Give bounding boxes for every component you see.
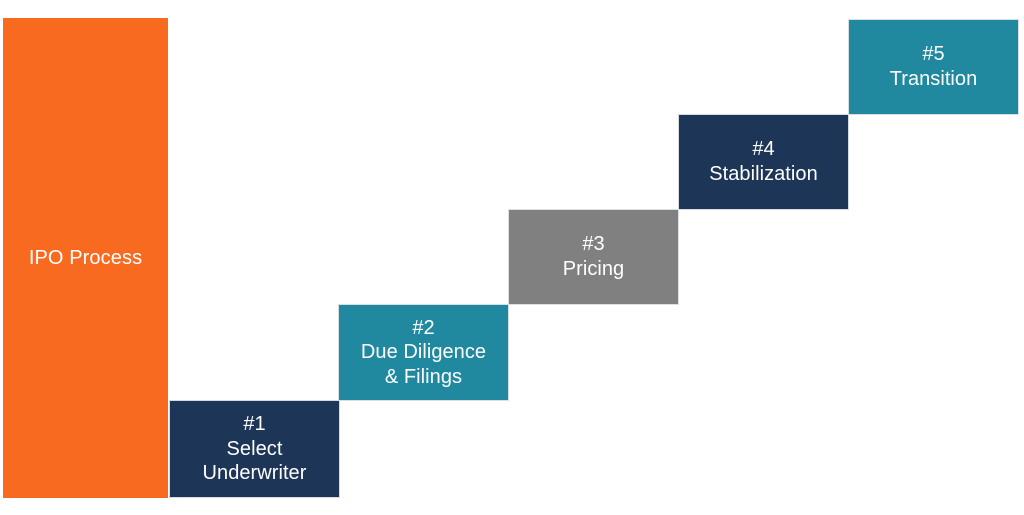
step-2-title-line-1: Due Diligence	[360, 341, 487, 364]
process-step-3[interactable]: #3 Pricing	[508, 209, 679, 305]
step-1-number: #1	[243, 413, 266, 436]
overall-process-label: IPO Process	[28, 246, 143, 269]
process-step-2[interactable]: #2 Due Diligence & Filings	[338, 304, 509, 401]
step-5-number: #5	[922, 43, 945, 66]
process-step-5[interactable]: #5 Transition	[848, 19, 1019, 115]
overall-process-bar: IPO Process	[3, 18, 168, 498]
step-3-number: #3	[582, 233, 605, 256]
process-step-1[interactable]: #1 Select Underwriter	[169, 400, 340, 498]
step-1-title-line-2: Underwriter	[202, 462, 307, 485]
step-4-number: #4	[752, 138, 775, 161]
step-2-title-line-2: & Filings	[384, 365, 463, 388]
process-step-4[interactable]: #4 Stabilization	[678, 114, 849, 210]
step-4-title-line-1: Stabilization	[709, 163, 818, 185]
step-5-title-line-1: Transition	[889, 68, 978, 90]
step-3-title-line-1: Pricing	[562, 258, 625, 280]
step-2-number: #2	[412, 316, 435, 339]
step-1-title-line-1: Select	[226, 437, 283, 460]
